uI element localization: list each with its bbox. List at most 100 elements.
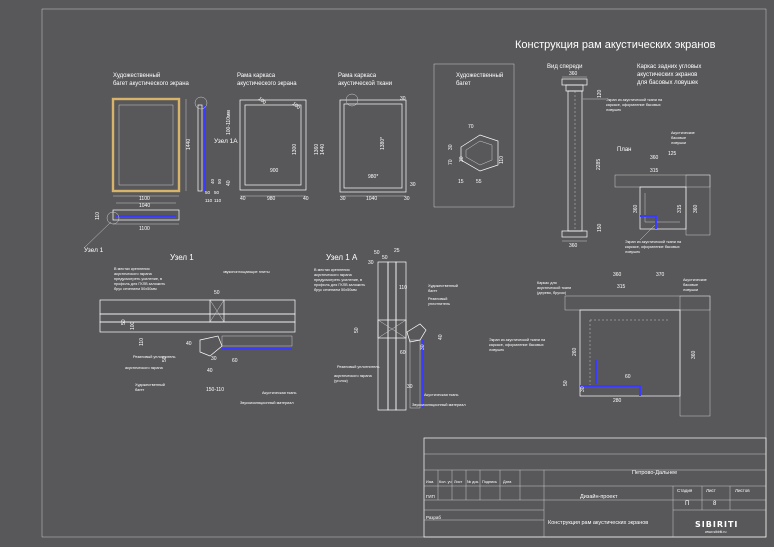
svg-text:уплотнитель: уплотнитель <box>428 302 450 306</box>
svg-text:предусмотреть усиление, в: предусмотреть усиление, в <box>314 278 362 282</box>
svg-text:№ док.: № док. <box>467 480 479 484</box>
svg-text:Лист: Лист <box>706 488 716 493</box>
svg-text:каркасе, оформление басовых: каркасе, оформление басовых <box>489 343 544 347</box>
view-frame-fabric: Рама каркаса акустической ткани 1440 138… <box>320 73 416 202</box>
svg-text:30: 30 <box>410 182 416 188</box>
svg-text:30: 30 <box>368 260 374 266</box>
svg-text:профиль для ГКЛВ заложить: профиль для ГКЛВ заложить <box>114 282 165 286</box>
svg-text:315: 315 <box>650 168 659 174</box>
svg-text:30: 30 <box>211 356 217 362</box>
svg-text:100: 100 <box>130 321 136 330</box>
svg-text:басовые: басовые <box>671 136 686 140</box>
svg-text:70: 70 <box>468 124 474 130</box>
svg-text:150: 150 <box>597 223 603 232</box>
svg-text:Экран из акустической ткани на: Экран из акустической ткани на <box>625 240 682 244</box>
svg-text:Листов: Листов <box>735 488 750 493</box>
svg-text:Акустические: Акустические <box>671 131 695 135</box>
svg-text:50: 50 <box>205 190 211 195</box>
svg-text:каркасе, оформление басовых: каркасе, оформление басовых <box>606 103 661 107</box>
svg-text:900: 900 <box>270 168 279 174</box>
svg-text:Рама каркаса: Рама каркаса <box>237 73 276 79</box>
svg-text:315: 315 <box>617 284 626 290</box>
svg-text:ловушек: ловушек <box>606 108 621 112</box>
svg-text:ловушки: ловушки <box>671 141 686 145</box>
svg-text:багет: багет <box>456 81 471 87</box>
svg-text:110: 110 <box>214 198 222 203</box>
view-baguette-profile: Художественный багет 70 30 70 30 15 55 1… <box>433 63 515 208</box>
svg-text:Резиновый: Резиновый <box>428 297 447 301</box>
svg-text:30: 30 <box>420 344 426 350</box>
brand-logo: SIBIRITI <box>695 520 738 529</box>
svg-text:60: 60 <box>400 350 406 356</box>
svg-text:50: 50 <box>162 356 168 362</box>
detail-corner-plan: Каркас для акустической ткани (дерево, б… <box>489 272 711 417</box>
svg-text:Вид спереди: Вид спереди <box>547 64 583 70</box>
stamp-project: Петрово-Дальнее <box>632 470 677 476</box>
svg-text:ловушки: ловушки <box>683 288 698 292</box>
svg-text:30: 30 <box>340 196 346 202</box>
svg-text:акустической ткани: акустической ткани <box>338 80 392 87</box>
stamp-sheet-title: Конструкция рам акустических экранов <box>548 520 648 526</box>
svg-text:55: 55 <box>476 179 482 185</box>
svg-text:315: 315 <box>677 204 683 213</box>
svg-text:110: 110 <box>95 212 101 220</box>
svg-text:В местах крепления: В местах крепления <box>314 268 350 272</box>
svg-text:Художественный: Художественный <box>428 284 458 288</box>
svg-text:акустического экрана: акустического экрана <box>114 272 153 276</box>
svg-text:ловушек: ловушек <box>489 348 504 352</box>
svg-text:Звукоизоляционный материал: Звукоизоляционный материал <box>240 401 294 405</box>
svg-text:предусмотреть усиление, в: предусмотреть усиление, в <box>114 277 162 281</box>
svg-text:Акустическая ткань: Акустическая ткань <box>424 393 458 397</box>
svg-text:100: 100 <box>257 96 267 106</box>
svg-text:Экран из акустической ткани на: Экран из акустической ткани на <box>606 98 663 102</box>
svg-text:Резиновый уплотнитель: Резиновый уплотнитель <box>133 355 175 359</box>
svg-text:профиль для ГКЛВ заложить: профиль для ГКЛВ заложить <box>314 283 365 287</box>
svg-text:40: 40 <box>240 196 246 202</box>
svg-text:(дерево, брусок): (дерево, брусок) <box>537 291 567 295</box>
svg-text:30: 30 <box>404 196 410 202</box>
svg-text:звукопоглощающие плиты: звукопоглощающие плиты <box>223 270 270 274</box>
svg-text:акустического экрана: акустического экрана <box>314 273 353 277</box>
view-label-line1: Художественный <box>113 72 160 79</box>
svg-text:280: 280 <box>613 398 622 404</box>
svg-text:360: 360 <box>633 204 639 213</box>
svg-text:50: 50 <box>354 327 360 333</box>
svg-text:980: 980 <box>267 196 276 202</box>
svg-text:В местах крепления: В местах крепления <box>114 267 150 271</box>
svg-text:багет: багет <box>428 289 437 293</box>
svg-text:30: 30 <box>448 144 454 150</box>
svg-text:Лист: Лист <box>454 480 463 484</box>
svg-text:Кол. уч: Кол. уч <box>439 480 451 484</box>
svg-text:360: 360 <box>569 243 578 249</box>
node-1a-callout: Узел 1А <box>214 138 238 145</box>
svg-text:План: План <box>617 147 631 153</box>
svg-text:Каркас для: Каркас для <box>537 281 557 285</box>
svg-text:100: 100 <box>291 101 301 111</box>
svg-text:Стадия: Стадия <box>677 488 693 493</box>
svg-text:ГИП: ГИП <box>426 494 435 499</box>
svg-text:60: 60 <box>232 358 238 364</box>
svg-text:50: 50 <box>214 290 220 296</box>
svg-text:брус сечением 50х50мм: брус сечением 50х50мм <box>114 287 157 291</box>
stamp-sheet-number: 8 <box>713 501 717 507</box>
svg-text:1440: 1440 <box>320 144 326 155</box>
detail-node-1: Узел 1 В местах крепления акустического … <box>99 253 296 405</box>
view-baguette-frame: Художественный багет акустического экран… <box>83 72 238 254</box>
svg-text:370: 370 <box>656 272 665 278</box>
svg-text:Акустическая ткань: Акустическая ткань <box>262 391 296 395</box>
svg-text:30: 30 <box>459 156 465 162</box>
svg-text:брус сечением 50х50мм: брус сечением 50х50мм <box>314 288 357 292</box>
dim-h: 1440 <box>186 139 192 150</box>
sheet-frame <box>41 8 767 538</box>
svg-text:ловушек: ловушек <box>625 250 640 254</box>
svg-text:50: 50 <box>374 250 380 256</box>
svg-text:Разраб: Разраб <box>426 515 441 520</box>
svg-text:110: 110 <box>205 198 213 203</box>
svg-text:(уголок): (уголок) <box>334 379 349 383</box>
svg-text:360: 360 <box>613 272 622 278</box>
svg-text:Подпись: Подпись <box>482 480 497 484</box>
svg-text:акустического экрана: акустического экрана <box>237 81 297 87</box>
view-label-line2: багет акустического экрана <box>113 81 190 87</box>
svg-text:360: 360 <box>569 71 578 77</box>
svg-text:70: 70 <box>448 159 454 165</box>
